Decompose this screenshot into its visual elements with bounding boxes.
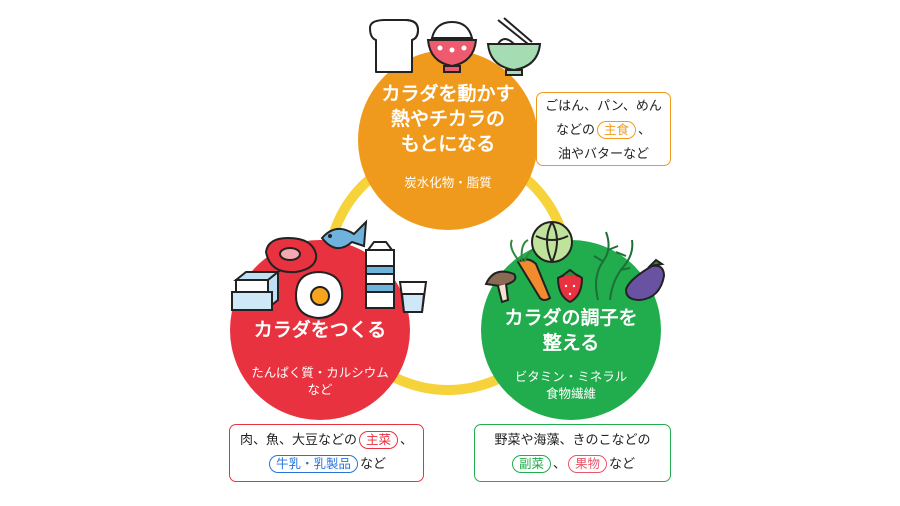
eggplant-icon (624, 258, 666, 302)
rice-bowl-icon (426, 20, 478, 73)
fruit-label: 果物 (568, 455, 608, 473)
body-subtitle: たんぱく質・カルシウム など (251, 365, 389, 397)
body-title: カラダをつくる (253, 319, 387, 341)
condition-food-box: 野菜や海藻、きのこなどの 副菜、果物など (474, 424, 671, 482)
condition-title: カラダの調子を 整える (504, 307, 638, 354)
energy-circle (358, 50, 538, 230)
egg-icon (294, 270, 344, 320)
noodle-bowl-icon (486, 17, 542, 76)
mushroom-icon (484, 270, 517, 304)
bread-icon (369, 19, 419, 73)
energy-food-box: ごはん、パン、めん などの主食、 油やバターなど (536, 92, 671, 166)
carrot-icon (510, 239, 552, 301)
energy-title: カラダを動かす 熱やチカラの もとになる (381, 83, 515, 155)
body-food-box: 肉、魚、大豆などの主菜、 牛乳・乳製品など (229, 424, 424, 482)
meat-icon (264, 236, 318, 274)
energy-subtitle: 炭水化物・脂質 (404, 175, 492, 190)
seaweed-icon (593, 231, 634, 301)
side-dish-label: 副菜 (511, 455, 551, 473)
milk-carton-icon (365, 241, 395, 309)
staple-food-label: 主食 (596, 121, 636, 139)
dairy-label: 牛乳・乳製品 (268, 455, 358, 473)
condition-circle (481, 240, 661, 420)
milk-glass-icon (398, 281, 428, 313)
fish-icon (320, 219, 368, 249)
main-dish-label: 主菜 (358, 431, 398, 449)
strawberry-icon (556, 268, 584, 304)
condition-subtitle: ビタミン・ミネラル 食物繊維 (514, 369, 628, 401)
cabbage-icon (531, 221, 573, 263)
tofu-icon (231, 269, 281, 311)
